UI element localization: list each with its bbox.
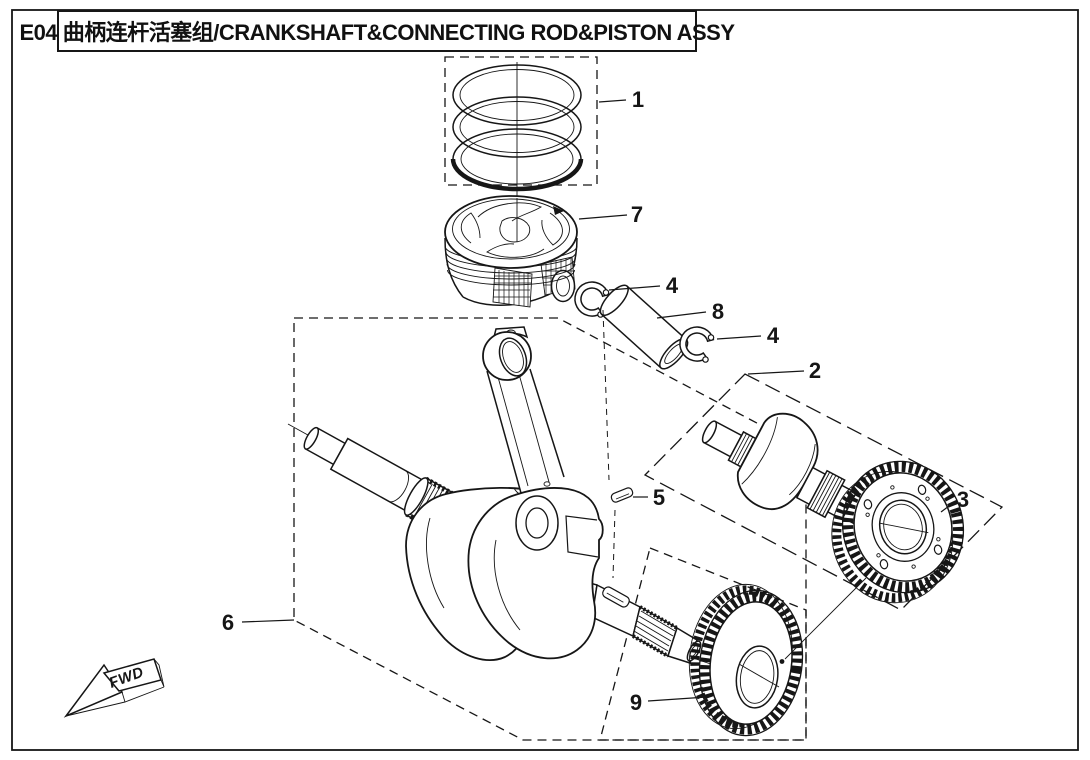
timing-mark-dot [779,659,785,664]
box-balance-shaft [643,373,1004,611]
crankshaft-connecting-rod [303,326,702,664]
leader-lines [241,99,954,702]
callout-6: 6 [222,610,234,635]
group-boxes [293,56,1004,741]
connecting-rod [482,326,565,501]
callout-4a: 4 [666,273,679,298]
callout-4b: 4 [767,323,780,348]
callout-labels: 1 7 4 8 4 2 3 5 6 9 [222,87,969,715]
box-piston-rings [444,56,598,186]
page-title: E04 曲柄连杆活塞组/CRANKSHAFT&CONNECTING ROD&PI… [19,20,736,45]
keyway-slot [602,586,630,608]
piston-pin-circlip-right [679,326,715,363]
key-projection-line [602,309,616,579]
box-drive-gear [599,547,807,741]
callout-5: 5 [653,485,665,510]
piston-pin [599,284,689,370]
callout-8: 8 [712,299,724,324]
callout-7: 7 [631,202,643,227]
timing-alignment-line [784,577,867,660]
title-block: E04 曲柄连杆活塞组/CRANKSHAFT&CONNECTING ROD&PI… [20,10,735,52]
callout-1: 1 [632,87,644,112]
callout-2: 2 [809,358,821,383]
piston-ring-set [450,64,584,192]
box-crankshaft [293,317,807,741]
balance-shaft-gear [831,460,965,604]
gear-bore-centerline [738,663,780,688]
woodruff-key [610,487,634,503]
callout-3: 3 [957,487,969,512]
piston [444,195,578,308]
centerlines [287,62,936,677]
fwd-direction-marker: FWD [63,658,165,718]
callout-9: 9 [630,690,642,715]
crankshaft-drive-gear [688,583,804,737]
